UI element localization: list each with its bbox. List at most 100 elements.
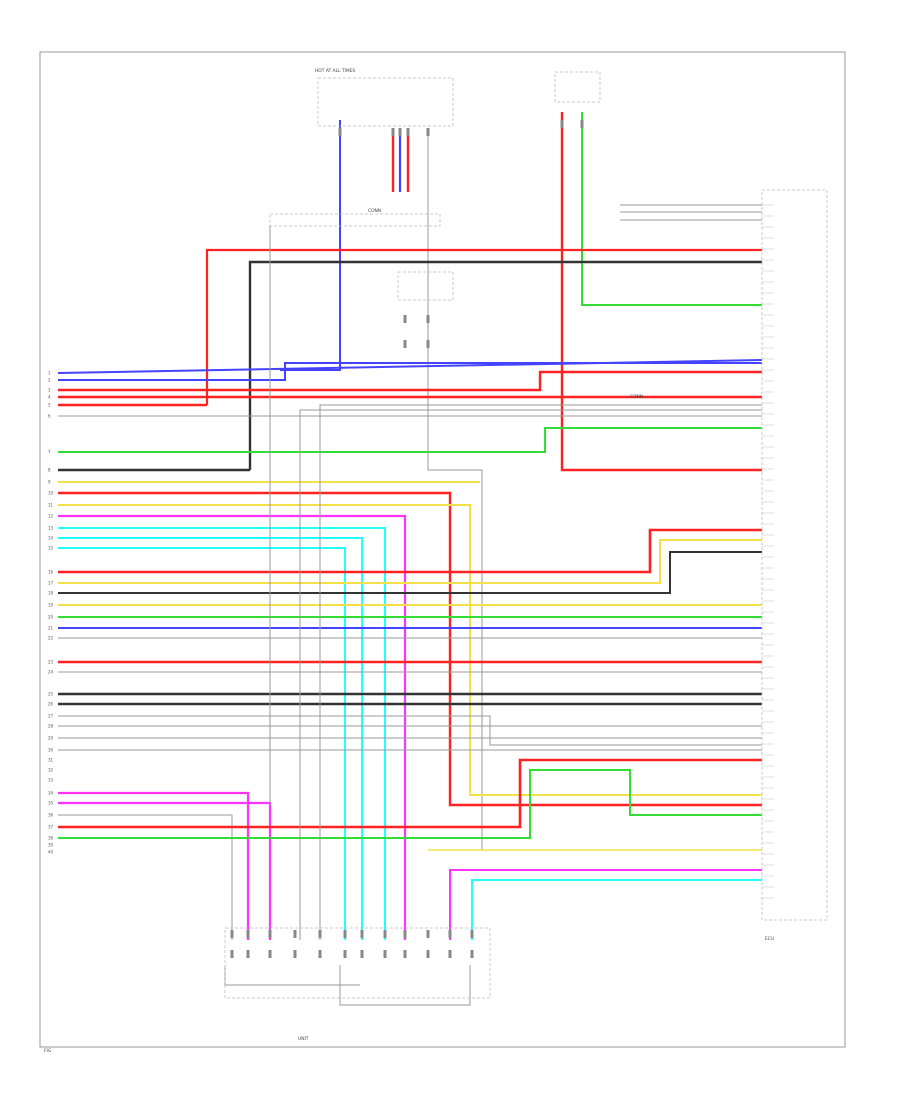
top-terminal-4 [426,128,430,136]
bottom-terminal-b-2 [268,950,272,958]
wire-gray-b5 [319,404,762,940]
left-pin-11: 11 [48,503,54,508]
wire-group [57,112,763,1006]
left-pin-25: 25 [48,692,54,697]
left-pin-8: 8 [48,468,51,473]
wire-green-relay [581,112,762,306]
bottom-terminal-1 [246,930,250,938]
wire-yellow-l17 [58,539,762,584]
left-pin-40: 40 [48,850,54,855]
bottom-terminal-6 [360,930,364,938]
left-pin-1: 1 [48,371,51,376]
bottom-terminal-b-5 [343,950,347,958]
mid-relay-box [397,271,454,301]
mid-relay-terminal-0 [403,315,407,323]
bottom-unit-label: UNIT [298,1036,309,1042]
left-pin-38: 38 [48,836,54,841]
left-pin-12: 12 [48,514,54,519]
wire-gray-loop-b [339,965,471,1006]
left-pin-2: 2 [48,378,51,383]
left-pin-29: 29 [48,736,54,741]
bottom-terminal-b-4 [318,950,322,958]
wire-gray-l33 [58,814,233,940]
bottom-terminal-b-3 [293,950,297,958]
wire-gray-l27 [58,715,762,746]
bottom-unit-box [224,927,491,999]
bottom-terminal-b-7 [383,950,387,958]
bottom-terminal-9 [426,930,430,938]
wire-black-upper [248,260,762,470]
splice-upper-label: CONN [368,208,381,214]
top-fuse-label: HOT AT ALL TIMES [315,68,355,74]
left-pin-17: 17 [48,581,54,586]
left-pin-4: 4 [48,395,51,400]
left-pin-20: 20 [48,615,54,620]
wire-blue-l2 [58,362,762,381]
left-pin-10: 10 [48,491,54,496]
wire-magenta-l32 [58,801,272,940]
wire-cyan-l13 [58,527,386,940]
wire-red-relay [560,112,762,472]
bottom-terminal-b-0 [230,950,234,958]
left-pin-16: 16 [48,570,54,575]
wire-yellow-l11 [58,504,762,796]
left-pin-21: 21 [48,626,54,631]
wire-magenta-l31 [58,791,250,940]
bottom-terminal-0 [230,930,234,938]
top-terminal-2 [398,128,402,136]
top-terminal-0 [338,128,342,136]
wire-cyan-b3 [471,879,762,940]
left-pin-14: 14 [48,536,54,541]
bottom-terminal-7 [383,930,387,938]
left-pin-18: 18 [48,591,54,596]
right-ecu-box [761,189,828,921]
left-pin-27: 27 [48,714,54,719]
left-pin-26: 26 [48,702,54,707]
left-pin-37: 37 [48,825,54,830]
left-pin-24: 24 [48,670,54,675]
left-pin-22: 22 [48,636,54,641]
wire-red-l16 [58,528,762,574]
bottom-terminal-b-9 [426,950,430,958]
wire-gray-b4 [299,409,762,940]
left-pin-5: 5 [48,403,51,408]
left-pin-39: 39 [48,843,54,848]
left-pin-32: 32 [48,768,54,773]
bottom-terminal-3 [293,930,297,938]
bottom-terminal-8 [403,930,407,938]
left-pin-31: 31 [48,758,54,763]
left-pin-33: 33 [48,778,54,783]
wire-gray-top [427,128,483,850]
diagram-frame [39,51,846,1048]
left-pin-15: 15 [48,546,54,551]
left-pin-35: 35 [48,801,54,806]
bottom-terminal-10 [448,930,452,938]
bottom-terminal-2 [268,930,272,938]
left-pin-36: 36 [48,813,54,818]
wire-red-l34 [58,758,762,829]
left-pin-19: 19 [48,603,54,608]
bottom-terminal-11 [470,930,474,938]
wire-green-l35 [58,769,762,839]
left-pin-34: 34 [48,791,54,796]
left-pin-6: 6 [48,414,51,419]
mid-relay-terminal-b-0 [403,340,407,348]
left-pin-9: 9 [48,480,51,485]
mid-relay-terminal-1 [426,315,430,323]
wire-red-l3 [58,370,762,392]
splice-upper-box [269,213,441,227]
relay-terminal-0 [560,120,564,128]
wire-cyan-l14 [58,537,363,940]
wire-magenta-l12 [58,514,407,940]
wire-red-l10 [58,491,762,807]
top-terminal-1 [391,128,395,136]
text-labels: 1234567891011121314151617181920212223242… [48,371,54,855]
wire-magenta-b2 [449,869,762,940]
top-terminal-3 [406,128,410,136]
relay-terminal-1 [580,120,584,128]
wire-cyan-l15 [58,547,346,940]
left-pin-13: 13 [48,526,54,531]
bottom-terminal-b-8 [403,950,407,958]
right-ecu-label: ECU [765,936,774,942]
bottom-terminal-b-6 [360,950,364,958]
